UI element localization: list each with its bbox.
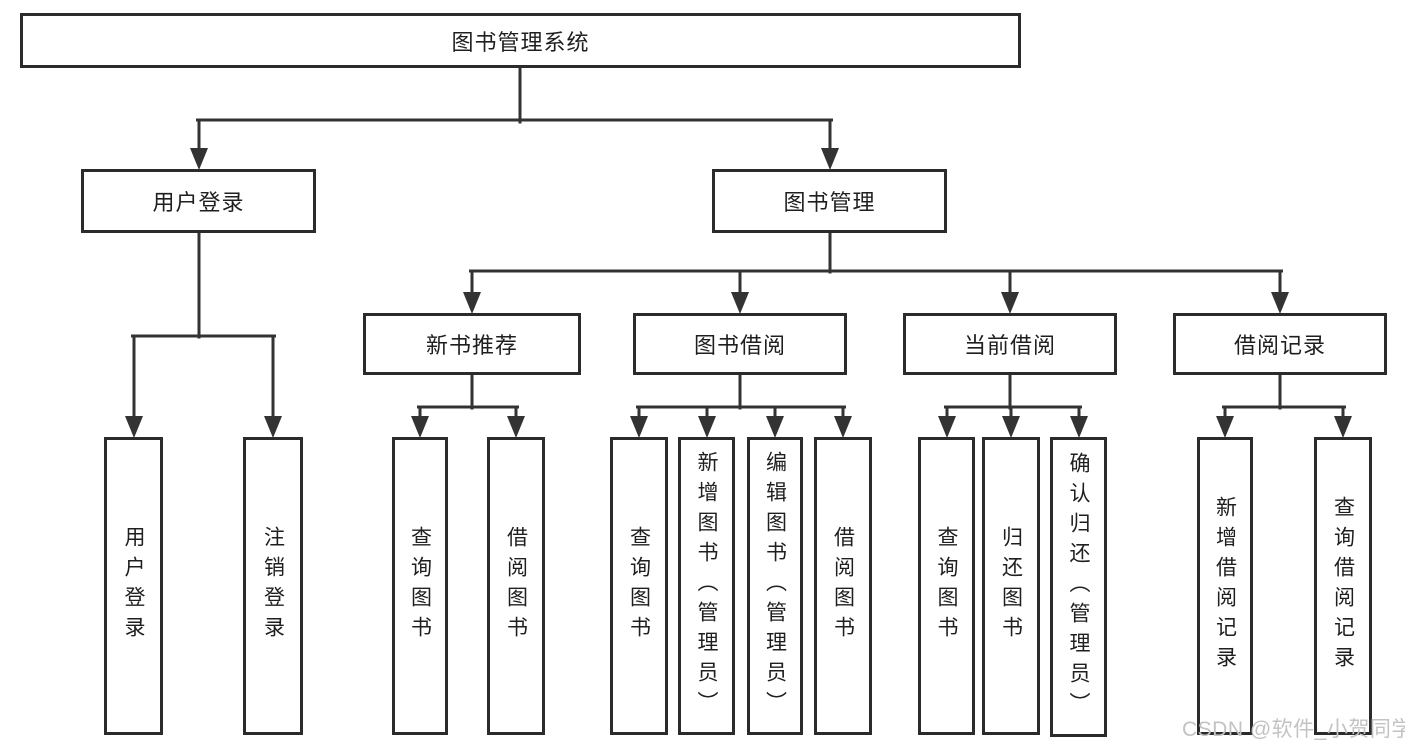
leaf-bb-edit-books-admin: 编辑图书（管理员） [747,437,803,735]
leaf-bb-edit-books-admin-label: 编辑图书（管理员） [763,451,787,721]
leaf-cb-confirm-return-admin-label: 确认归还（管理员） [1067,452,1090,722]
leaf-nr-query-books-label: 查询图书 [408,526,432,646]
leaf-cb-return-books: 归还图书 [982,437,1040,735]
leaf-bb-query-books-label: 查询图书 [627,526,651,646]
node-current-borrow: 当前借阅 [903,313,1117,375]
node-book-management: 图书管理 [712,169,947,233]
node-user-login-label: 用户登录 [152,190,245,215]
leaf-br-query-record-label: 查询借阅记录 [1331,496,1355,676]
node-book-borrow-label: 图书借阅 [693,333,786,358]
leaf-bb-query-books: 查询图书 [610,437,668,735]
leaf-logout-label: 注销登录 [261,526,285,646]
node-borrow-records: 借阅记录 [1173,313,1387,375]
node-root-label: 图书管理系统 [451,29,590,55]
leaf-cb-return-books-label: 归还图书 [999,526,1023,646]
leaf-bb-add-books-admin: 新增图书（管理员） [678,437,735,735]
leaf-user-login-label: 用户登录 [122,526,145,646]
leaf-bb-add-books-admin-label: 新增图书（管理员） [695,451,718,721]
watermark: CSDN @软件_小贺同学 [1182,718,1405,741]
leaf-cb-confirm-return-admin: 确认归还（管理员） [1050,437,1107,737]
leaf-logout: 注销登录 [243,437,303,735]
leaf-nr-borrow-books-label: 借阅图书 [504,526,528,646]
leaf-bb-borrow-books-label: 借阅图书 [831,526,855,646]
leaf-cb-query-books-label: 查询图书 [935,526,958,646]
leaf-br-add-record: 新增借阅记录 [1197,437,1253,735]
node-new-book-recommend-label: 新书推荐 [425,333,518,358]
leaf-nr-borrow-books: 借阅图书 [487,437,545,735]
leaf-user-login: 用户登录 [104,437,163,735]
leaf-bb-borrow-books: 借阅图书 [814,437,872,735]
leaf-nr-query-books: 查询图书 [392,437,448,735]
node-borrow-records-label: 借阅记录 [1233,333,1326,358]
node-book-management-label: 图书管理 [783,190,876,215]
node-new-book-recommend: 新书推荐 [363,313,581,375]
node-root: 图书管理系统 [20,13,1021,68]
node-user-login: 用户登录 [81,169,316,233]
leaf-cb-query-books: 查询图书 [918,437,975,735]
leaf-br-query-record: 查询借阅记录 [1314,437,1372,735]
node-book-borrow: 图书借阅 [633,313,847,375]
leaf-br-add-record-label: 新增借阅记录 [1213,496,1237,676]
node-current-borrow-label: 当前借阅 [963,333,1056,358]
